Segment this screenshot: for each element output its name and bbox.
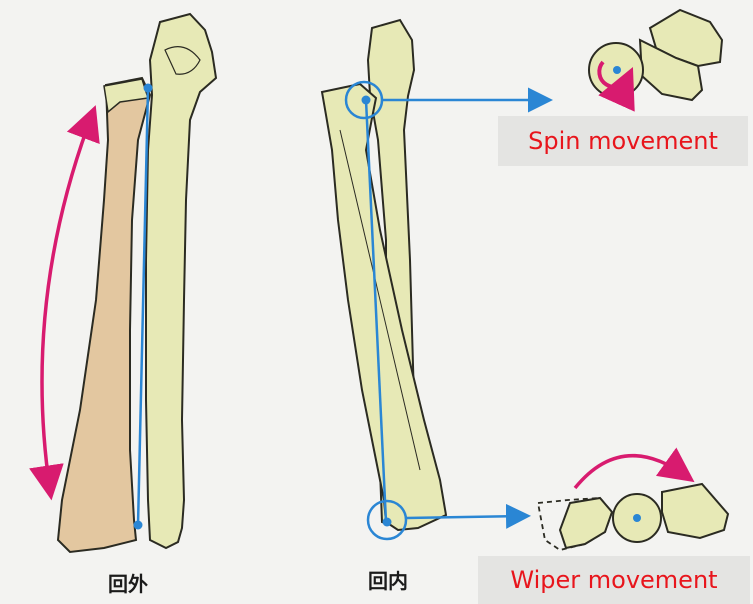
proximal-joint-point	[362, 96, 371, 105]
supination-label: 回外	[108, 568, 148, 597]
axis-point-proximal	[144, 84, 153, 93]
radius-bone-supinated	[58, 78, 150, 552]
wiper-axis-point	[633, 514, 641, 522]
wiper-arc-arrow	[575, 456, 686, 488]
spin-detail	[589, 10, 722, 100]
wiper-movement-label: Wiper movement	[478, 556, 750, 604]
spin-movement-label: Spin movement	[498, 116, 748, 166]
distal-joint-point	[383, 518, 392, 527]
wiper-detail	[538, 456, 728, 550]
pronated-forearm	[322, 20, 548, 539]
ulna-bone-supinated	[146, 14, 216, 548]
axis-point-distal	[134, 521, 143, 530]
rotated-radius-position	[662, 484, 728, 538]
radius-distal-cross-section	[560, 498, 612, 548]
supinated-forearm	[42, 14, 216, 552]
spin-axis-point	[613, 66, 621, 74]
pronation-label: 回内	[368, 565, 408, 594]
